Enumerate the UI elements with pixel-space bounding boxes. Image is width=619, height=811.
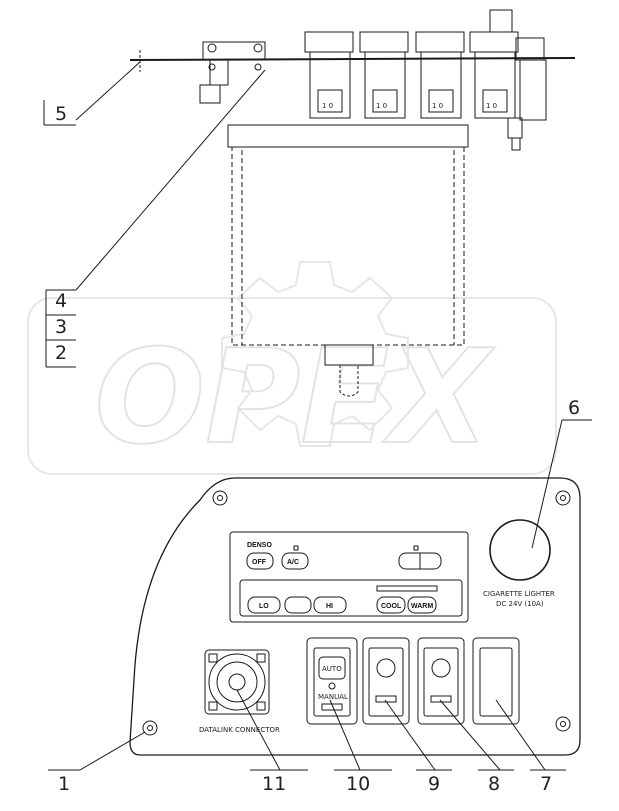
ac-lo-button [247,596,281,614]
watermark-box [27,297,557,475]
ac-control-panel: DENSO OFF A/C LO HI COOL WARM [229,531,469,623]
panel-plate [129,57,576,61]
watermark-gear-icon [221,261,409,447]
top-assembly: 1 0 1 0 1 0 1 0 [129,9,576,151]
ac-off-label: OFF [252,559,267,566]
callout-8: 8 [478,769,514,795]
leader-lines [75,61,563,771]
watermark-text: OPEX [95,321,496,473]
callout-10-text: 10 [346,773,370,795]
callout-6: 6 [562,397,592,421]
callout-1-text: 1 [58,773,70,795]
lighter-label-line1: CIGARETTE LIGHTER [483,590,555,598]
callout-5-text: 5 [55,103,67,125]
rocker-switch-side-3 [415,31,465,119]
auto-manual-switch: AUTO MANUAL [306,637,358,725]
panel-screw-bottom-right [555,716,571,732]
callout-11-text: 11 [262,773,286,795]
lighter-label-line2: DC 24V (10A) [496,600,544,608]
datalink-connector-label: DATALINK CONNECTOR [199,726,280,734]
callout-3-text: 3 [55,316,67,338]
ac-unit-outline [227,124,469,397]
ac-cool-button [376,596,406,614]
callout-9: 9 [416,769,452,795]
rocker-switch-side-2 [359,31,409,119]
ac-brand-label: DENSO [247,542,272,549]
callout-7-text: 7 [540,773,552,795]
opex-watermark: OPEX [27,261,557,475]
ac-warm-button [407,596,437,614]
switch-code-4: 1 0 [486,102,497,110]
ac-warm-label: WARM [411,603,433,610]
callout-8-text: 8 [488,773,500,795]
callout-11: 11 [250,769,308,795]
ac-lo-label: LO [259,603,269,610]
ac-mid-button [284,596,312,614]
rocker-switch-side-4 [469,9,519,119]
panel-screw-bottom-left [142,720,158,736]
manual-label: MANUAL [318,693,348,701]
callout-10: 10 [334,769,392,795]
front-panel-plate [129,477,581,756]
rocker-switch-side-1 [304,31,354,119]
panel-screw-top-right [555,490,571,506]
cigarette-lighter: CIGARETTE LIGHTER DC 24V (10A) [483,519,555,608]
ac-off-button [246,552,274,570]
switch-code-3: 1 0 [432,102,443,110]
blank-switch-7 [472,637,520,725]
callout-9-text: 9 [428,773,440,795]
callout-stack-4-3-2: 4 3 2 [45,289,76,368]
callout-1: 1 [48,769,80,795]
cigarette-lighter-side [507,37,547,151]
rocker-switch-9 [362,637,410,725]
ac-ac-button [281,552,309,570]
datalink-connector: DATALINK CONNECTOR [199,649,280,734]
ac-hi-button [313,596,347,614]
connector-housing [202,41,266,61]
callout-4-text: 4 [55,290,67,312]
panel-screw-top-left [212,490,228,506]
callout-6-text: 6 [568,397,580,419]
callout-7: 7 [530,769,566,795]
auto-label: AUTO [322,665,342,673]
ac-hi-label: HI [326,603,333,610]
rocker-switch-8 [417,637,465,725]
ac-ac-label: A/C [287,559,299,566]
callout-5: 5 [43,100,76,126]
switch-code-2: 1 0 [376,102,387,110]
switch-code-1: 1 0 [322,102,333,110]
callout-2-text: 2 [55,342,67,364]
ac-cool-label: COOL [381,603,402,610]
